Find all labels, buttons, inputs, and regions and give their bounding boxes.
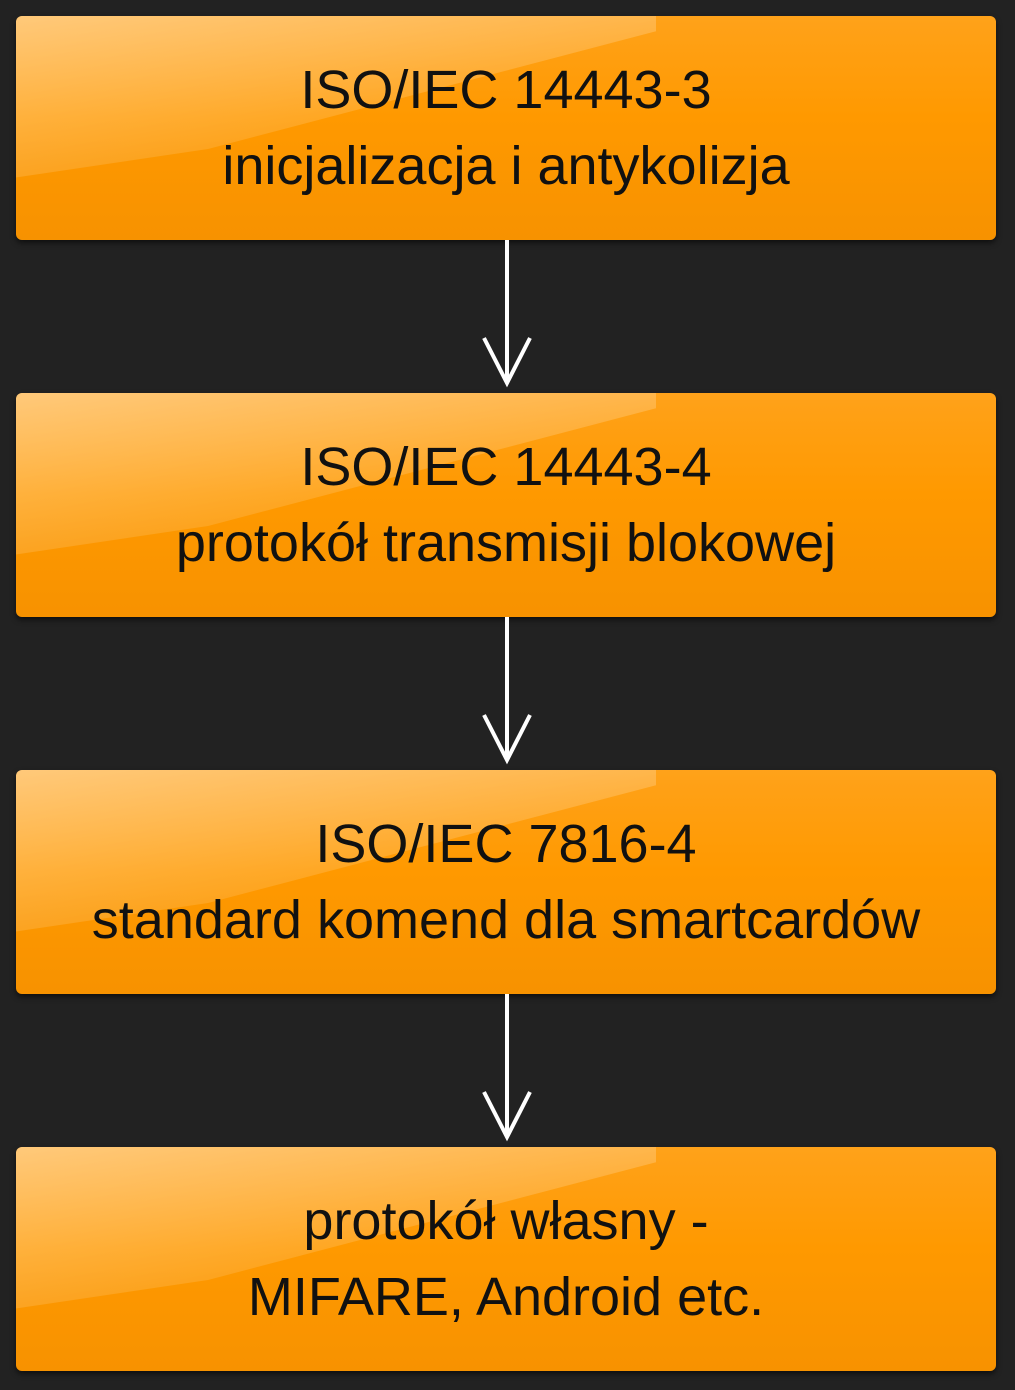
step-description: inicjalizacja i antykolizja [222, 136, 790, 196]
step-description: MIFARE, Android etc. [247, 1267, 765, 1327]
step-title: ISO/IEC 7816-4 [315, 814, 697, 874]
step-title: protokół własny - [303, 1191, 709, 1251]
flow-arrow-1 [482, 240, 532, 388]
flow-step-iso14443-4: ISO/IEC 14443-4 protokół transmisji blok… [16, 393, 996, 617]
flow-arrow-2 [482, 617, 532, 765]
flow-step-iso7816-4: ISO/IEC 7816-4 standard komend dla smart… [16, 770, 996, 994]
step-description: protokół transmisji blokowej [175, 513, 837, 573]
step-title: ISO/IEC 14443-4 [300, 437, 712, 497]
flow-arrow-3 [482, 994, 532, 1142]
flow-step-own-protocol: protokół własny - MIFARE, Android etc. [16, 1147, 996, 1371]
flow-step-iso14443-3: ISO/IEC 14443-3 inicjalizacja i antykoli… [16, 16, 996, 240]
step-description: standard komend dla smartcardów [91, 890, 921, 950]
step-title: ISO/IEC 14443-3 [300, 60, 712, 120]
